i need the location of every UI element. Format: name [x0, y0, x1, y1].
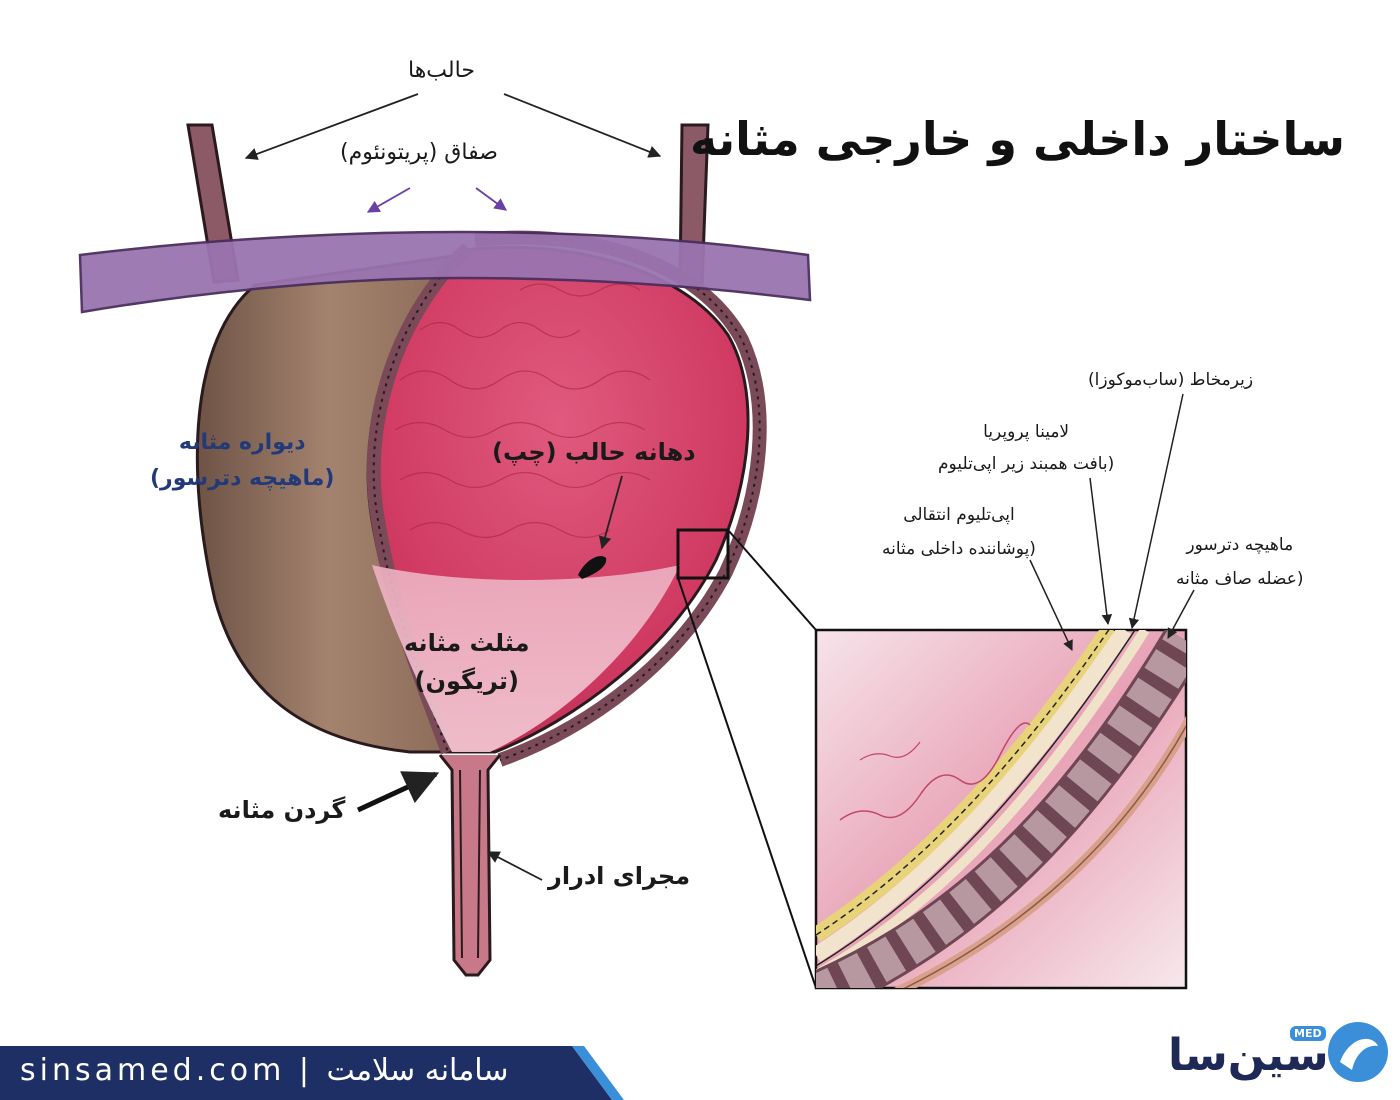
wall-layers-inset — [814, 628, 1188, 990]
label-trigone-line2: (تریگون) — [414, 667, 519, 695]
footer-band — [0, 1046, 612, 1100]
trigone-region — [372, 565, 680, 752]
label-lamina-line2: (بافت همبند زیر اپی‌تلیوم — [938, 454, 1115, 474]
sinsa-logo-icon — [1328, 1022, 1388, 1082]
magnify-box — [676, 528, 730, 580]
label-epithelium-line2: (پوشاننده داخلی مثانه — [882, 539, 1036, 559]
label-bladder-wall-line2: (ماهیچه دترسور) — [150, 466, 335, 491]
label-ureters: حالب‌ها — [408, 58, 475, 83]
label-urethra: مجرای ادرار — [548, 862, 691, 890]
label-ureteral-orifice: دهانه حالب (چپ) — [492, 438, 696, 466]
ureteral-orifice-left — [578, 555, 607, 579]
label-bladder-wall: دیواره مثانه (ماهیچه دترسور) — [150, 425, 334, 497]
footer-website-text: sinsamed.com | سامانه سلامت — [20, 1053, 509, 1088]
label-detrusor-line1: ماهیچه دترسور — [1186, 535, 1294, 555]
diagram-title: ساختار داخلی و خارجی مثانه — [690, 112, 1345, 166]
label-epithelium-line1: اپی‌تلیوم انتقالی — [903, 505, 1015, 525]
mucosa-folds — [394, 283, 651, 539]
label-trigone-line1: مثلث مثانه — [404, 629, 530, 657]
label-transitional-epithelium: اپی‌تلیوم انتقالی (پوشاننده داخلی مثانه — [882, 498, 1036, 566]
label-detrusor-line2: (عضله صاف مثانه — [1176, 569, 1304, 589]
label-bladder-wall-line1: دیواره مثانه — [178, 430, 306, 455]
urethra-tube — [438, 754, 502, 977]
label-trigone: مثلث مثانه (تریگون) — [404, 624, 529, 700]
label-bladder-neck: گردن مثانه — [218, 796, 346, 824]
peritoneum-band — [78, 230, 812, 314]
med-badge: MED — [1290, 1026, 1326, 1041]
label-lamina-propria: لامینا پروپریا (بافت همبند زیر اپی‌تلیوم — [938, 416, 1114, 480]
label-lamina-line1: لامینا پروپریا — [983, 422, 1070, 442]
label-peritoneum: صفاق (پریتونئوم) — [340, 140, 498, 165]
annotation-arrows — [244, 93, 1195, 881]
label-submucosa: زیرمخاط (ساب‌موکوزا) — [1088, 370, 1254, 390]
label-detrusor-muscle: ماهیچه دترسور (عضله صاف مثانه — [1176, 528, 1304, 596]
